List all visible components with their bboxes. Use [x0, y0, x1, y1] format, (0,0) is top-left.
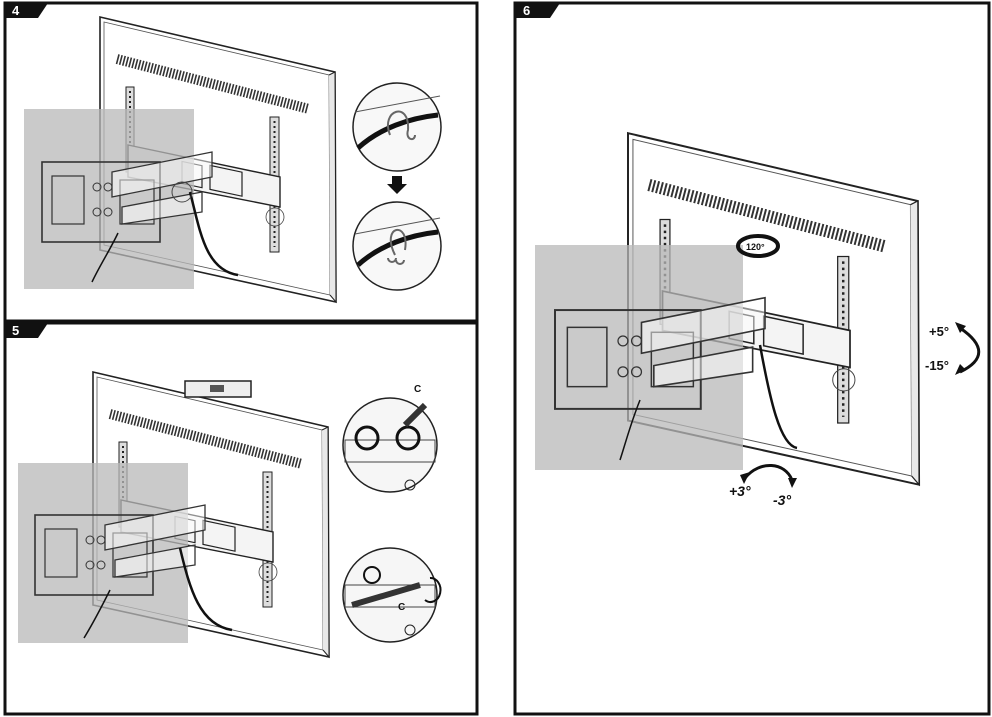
- wrench-tighten-callout-1: C: [342, 384, 438, 493]
- tilt-down-label: -15°: [925, 358, 949, 373]
- swivel-120-indicator: 120°: [736, 234, 780, 258]
- level-plus-label: +3°: [729, 483, 751, 499]
- wrench-tighten-callout-2: C: [342, 547, 442, 643]
- cable: [619, 399, 641, 461]
- cable: [758, 344, 798, 450]
- detail-marker: [171, 181, 193, 203]
- step-number-tab: [5, 3, 48, 18]
- cable-clip-open-callout: [352, 82, 442, 172]
- tilt-up-label: +5°: [929, 324, 949, 339]
- cable: [83, 589, 111, 639]
- step-number: 5: [12, 323, 19, 338]
- step-number-tab: [5, 323, 48, 338]
- tool-label-c: C: [414, 384, 421, 395]
- cable: [188, 191, 239, 277]
- level-adjust-indicator: +3° -3°: [729, 464, 797, 508]
- cable: [91, 232, 119, 283]
- step-number: 4: [12, 3, 20, 18]
- cable: [178, 547, 233, 632]
- step-number-tab: [515, 3, 560, 18]
- swivel-angle-label: 120°: [746, 242, 765, 252]
- level-minus-label: -3°: [773, 492, 791, 508]
- step-4-panel: 4: [3, 1, 479, 323]
- tool-label-c: C: [398, 602, 405, 613]
- step-6-panel: 6 120° +5° -15° +3° -3°: [513, 1, 991, 716]
- arrow-down-icon: [387, 176, 407, 194]
- tilt-indicator: +5° -15°: [925, 322, 981, 375]
- step-number: 6: [523, 3, 530, 18]
- cable-clip-closed-callout: [352, 201, 442, 291]
- level-bubble: [210, 385, 224, 392]
- step-5-panel: 5 C C: [3, 321, 479, 716]
